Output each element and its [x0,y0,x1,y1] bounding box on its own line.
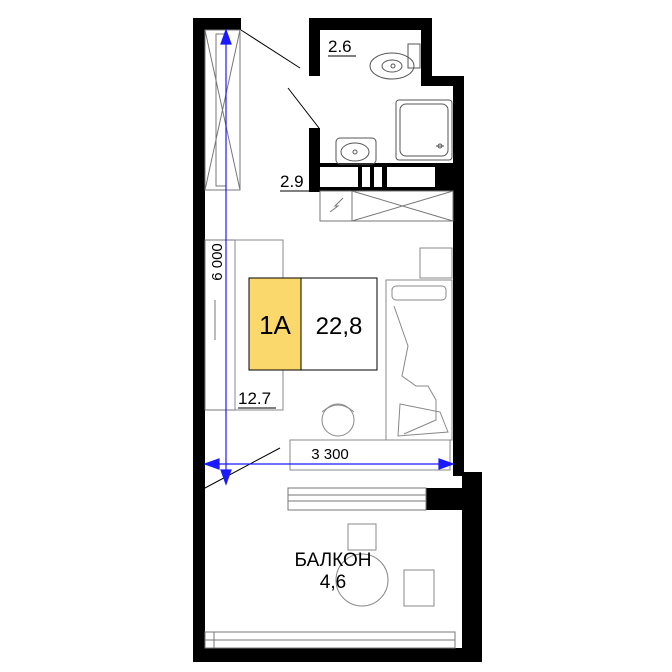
wall-right [453,76,464,476]
wc-area-label: 2.6 [328,37,352,56]
living-area-label: 12.7 [238,389,271,408]
toilet-icon [369,43,421,80]
shower-tray-icon [395,99,453,161]
wall-wc-right [421,18,432,80]
partition-openings [320,167,435,187]
wall-wc-top [309,18,432,30]
balcony-name-label: БАЛКОН [295,550,372,571]
door-lines [204,29,320,489]
wall-bath-top [421,76,464,86]
wall-balcony-left [193,512,205,662]
apartment-total-area: 22,8 [316,313,363,340]
labels: 2.6 2.9 12.7 6 000 3 300 БАЛКОН 4,6 [209,37,371,593]
balcony-area-label: 4,6 [320,572,346,593]
wall-balcony-bottom [193,648,482,662]
wall-bath-left [309,128,320,192]
walls [193,18,482,662]
wall-balcony-right [462,472,482,662]
kitchenette [319,190,454,222]
bath-area-label: 2.9 [280,172,304,191]
apartment-badge: 1А 22,8 [248,277,378,371]
sink-icon [335,137,377,165]
nightstand [419,247,453,279]
wall-left [193,18,205,512]
apartment-type-label: 1А [259,310,291,340]
type-badge-fill [248,277,302,371]
desk [289,439,451,471]
bed-icon [385,279,453,441]
wall-wc-left [309,18,320,76]
width-dimension-label: 3 300 [311,446,349,463]
height-dimension-label: 6 000 [209,243,226,281]
table-icon [335,523,435,607]
wall-top-left [193,18,241,30]
chair-icon [321,403,355,437]
dimension-lines [203,28,455,486]
wall-balcony-stub [426,488,462,510]
area-badge-box [300,277,378,371]
